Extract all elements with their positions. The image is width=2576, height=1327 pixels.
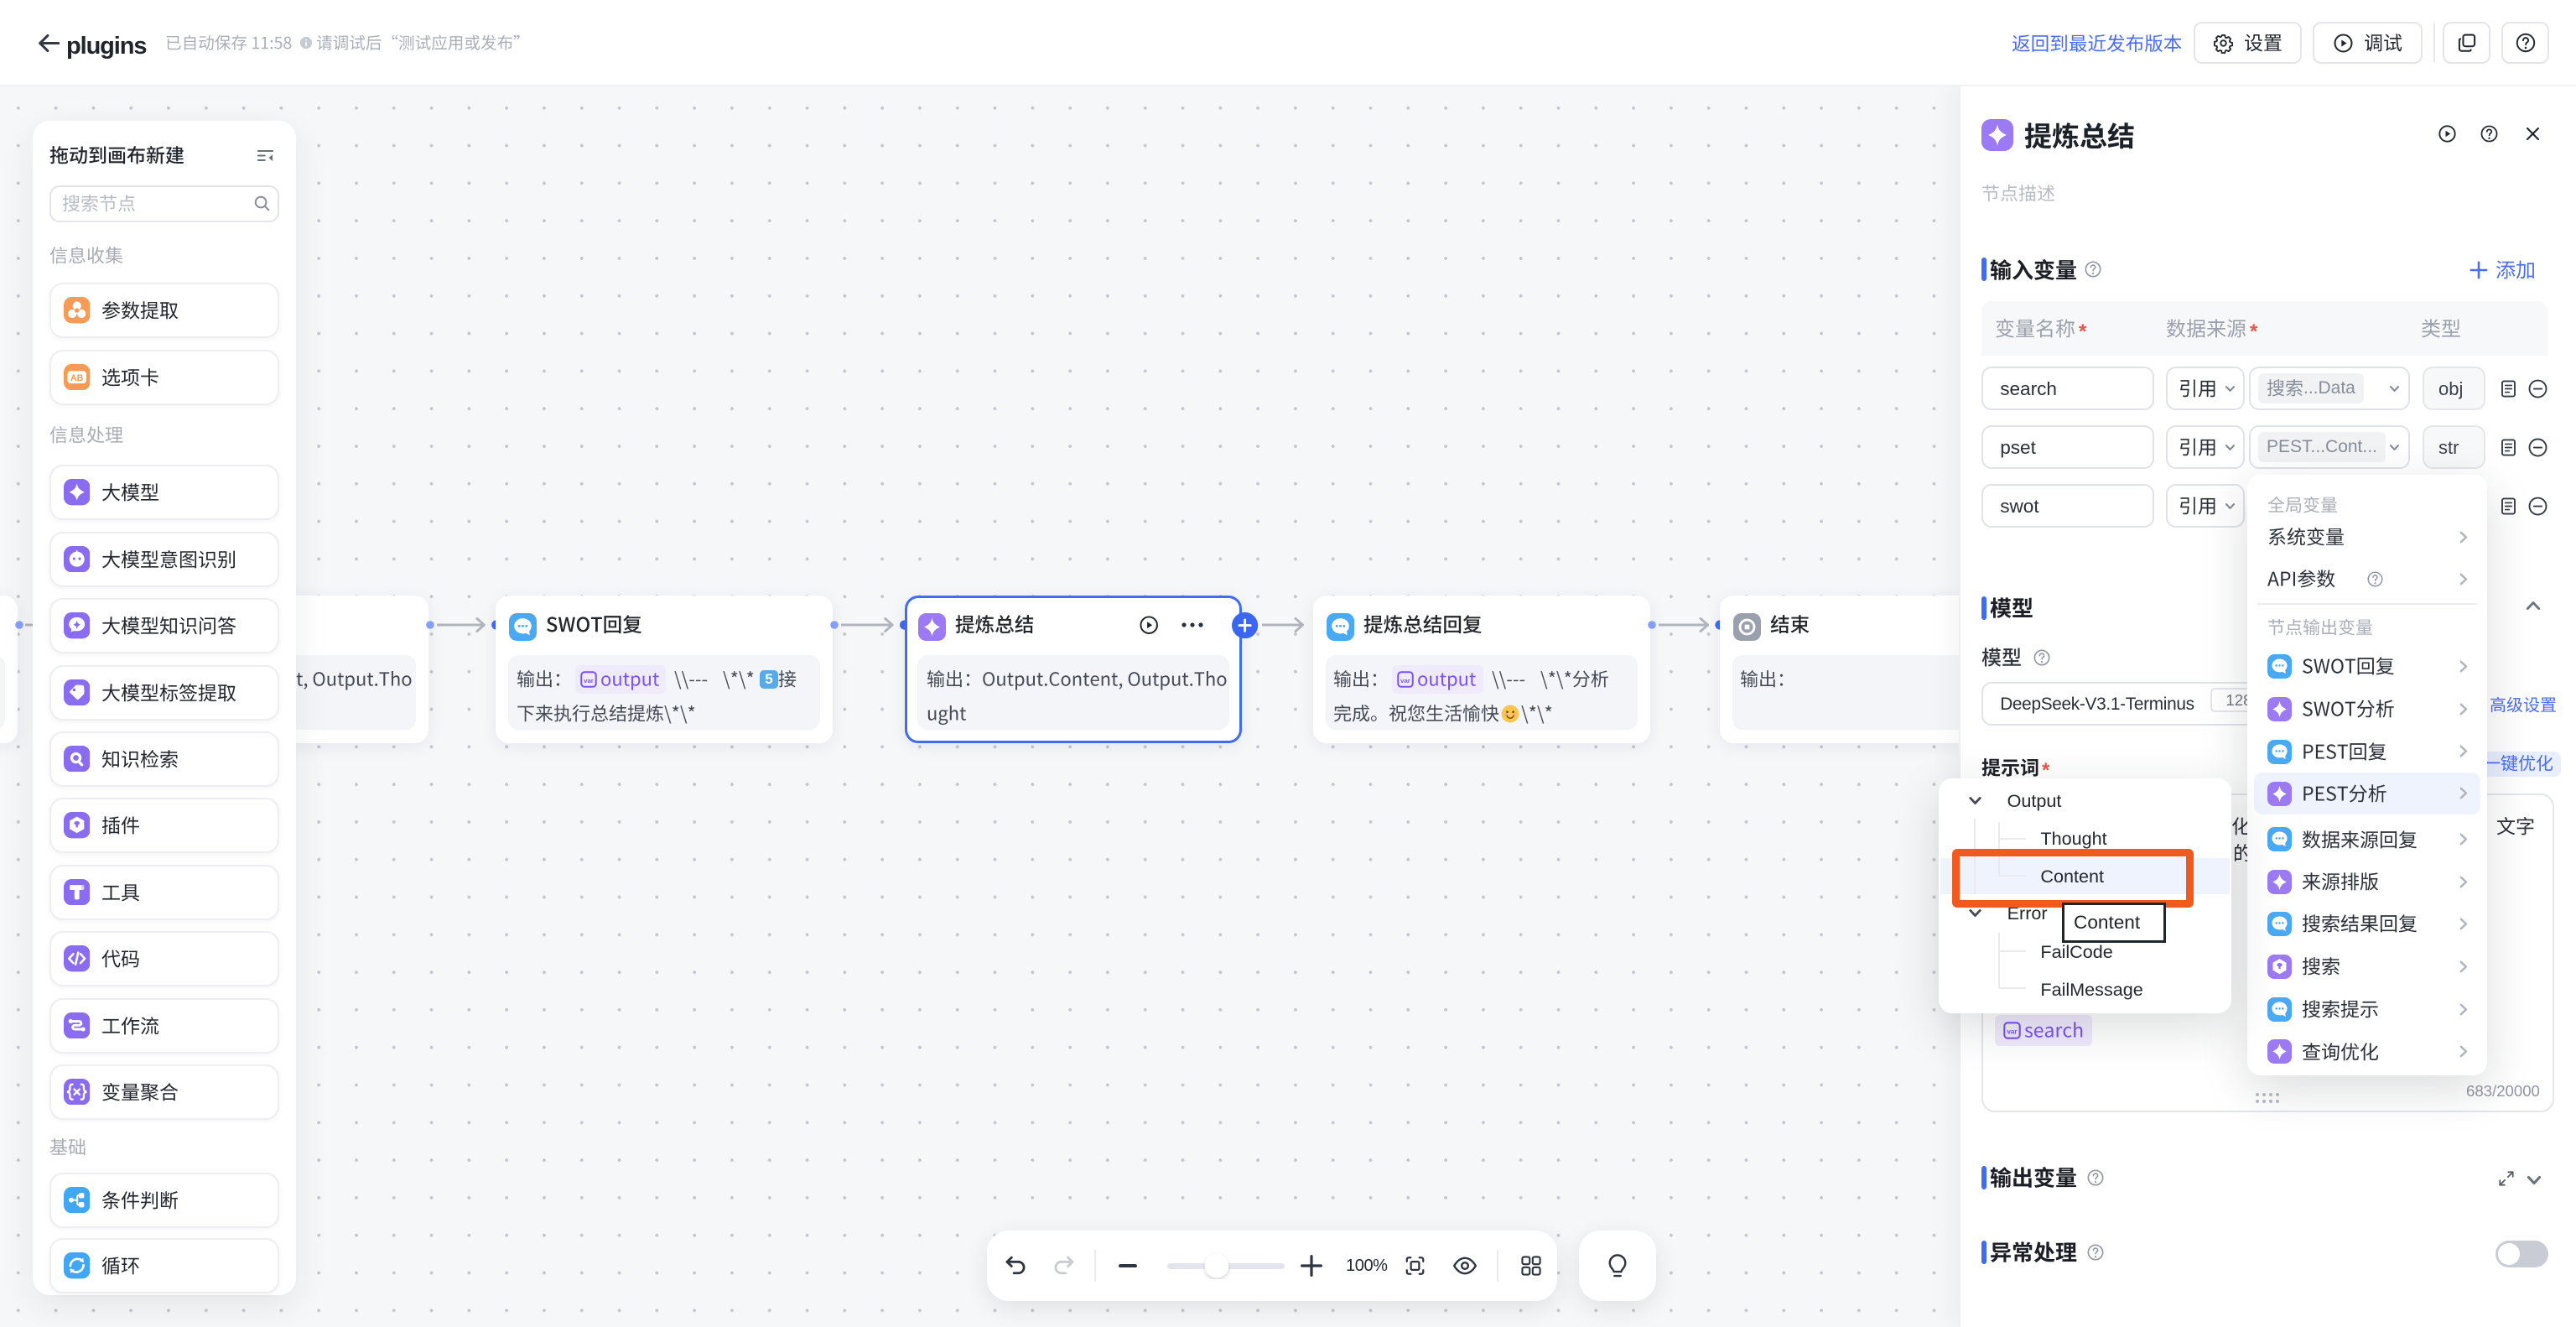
svg-text:var: var	[1401, 677, 1411, 684]
svg-text:var: var	[2007, 1028, 2018, 1035]
svg-text:AB: AB	[70, 373, 84, 383]
svg-text:var: var	[584, 677, 594, 684]
